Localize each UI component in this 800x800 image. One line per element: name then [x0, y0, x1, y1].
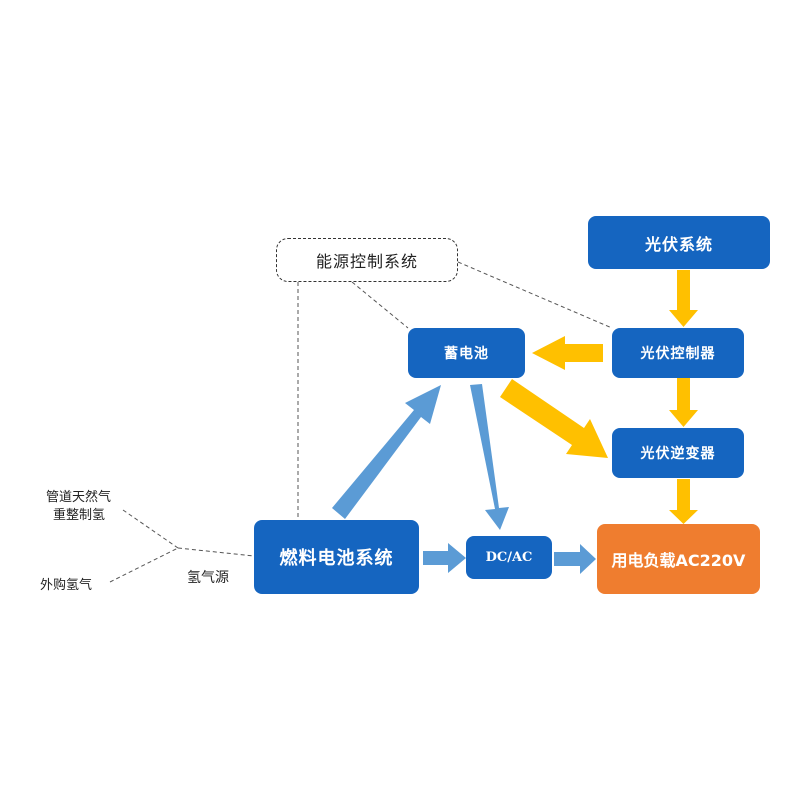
arrow-controller-to-battery: [532, 336, 603, 370]
arrow-pv-to-controller: [669, 270, 698, 327]
arrow-controller-to-inverter: [669, 378, 698, 427]
arrow-fuelcell-to-battery: [332, 385, 441, 519]
reforming-h2-label: 重整制氢: [53, 508, 106, 523]
fuel-cell-system-node[interactable]: 燃料电池系统: [254, 520, 419, 594]
control-link-pvcontroller: [457, 261, 613, 329]
load-node[interactable]: 用电负载AC220V: [597, 524, 760, 594]
h2-line-source: [177, 547, 255, 557]
arrow-inverter-to-load: [669, 479, 698, 524]
pv-system-node[interactable]: 光伏系统: [588, 216, 770, 269]
arrow-battery-to-inverter: [500, 379, 608, 458]
control-link-battery: [351, 281, 409, 329]
h2-line-purchased: [109, 547, 179, 583]
h2-source-label: 氢气源: [187, 570, 229, 586]
arrow-fuelcell-to-dcac: [423, 543, 466, 573]
pipeline-gas-label: 管道天然气: [46, 490, 112, 505]
purchased-h2-label: 外购氢气: [40, 578, 93, 593]
pv-controller-node[interactable]: 光伏控制器: [612, 328, 744, 378]
dcac-node[interactable]: DC/AC: [466, 536, 552, 579]
energy-control-system-node[interactable]: 能源控制系统: [276, 238, 458, 282]
h2-line-pipeline: [122, 509, 179, 549]
arrow-dcac-to-load: [554, 544, 596, 574]
arrow-battery-to-dcac: [470, 384, 509, 530]
battery-node[interactable]: 蓄电池: [408, 328, 525, 378]
pv-inverter-node[interactable]: 光伏逆变器: [612, 428, 744, 478]
